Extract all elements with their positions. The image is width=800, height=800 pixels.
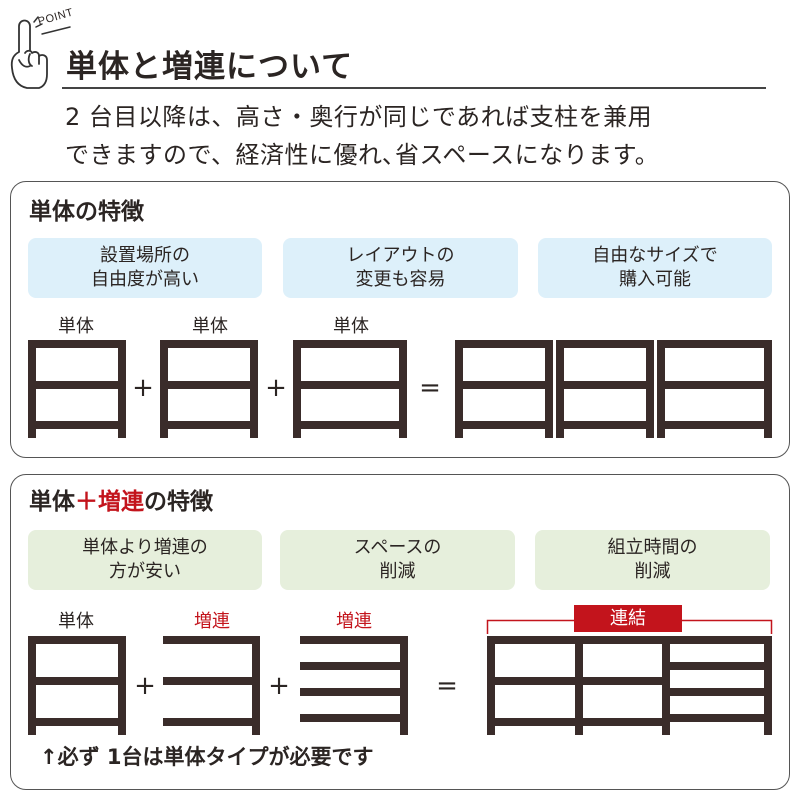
shelf-post [487,636,495,735]
single-shelf-2 [160,340,258,438]
shelf-board [487,718,670,726]
shelf-board [657,340,772,348]
shelf-board [556,340,654,348]
combined-panel-title: 単体＋増連の特徴 [29,487,213,517]
single-features-panel [10,181,790,458]
combined-features-panel [10,474,790,790]
shelf-board [455,381,553,389]
shelf-board [28,677,126,685]
combined-feature-card-1: 単体より増連の 方が安い [28,530,262,590]
equals-sign: = [419,373,441,403]
shelf-post [764,636,772,735]
single-feature-card-2: レイアウトの 変更も容易 [283,238,518,298]
single-feature-card-3: 自由なサイズで 購入可能 [538,238,772,298]
feature-line: 自由なサイズで [592,245,718,266]
combined-feature-card-3: 組立時間の 削減 [535,530,770,590]
shelf-board [160,340,258,348]
feature-line: 単体より増連の [82,537,208,558]
page-title: 単体と増連について [66,49,354,85]
shelf-board [556,421,654,429]
shelf-post [575,636,583,735]
unit-label-single: 単体 [58,316,94,337]
title-prefix: 単体 [29,489,75,515]
feature-line: レイアウトの [346,245,455,266]
shelf-post [118,636,126,735]
shelf-board [662,714,772,722]
shelf-board [163,677,260,685]
feature-line: 変更も容易 [355,269,446,290]
feature-line: 購入可能 [619,269,691,290]
shelf-board [293,421,407,429]
feature-line: 方が安い [109,561,181,582]
shelf-board [28,421,126,429]
shelf-board [28,636,126,644]
shelf-board [300,636,408,644]
feature-line: 組立時間の [607,537,698,558]
shelf-board [662,662,772,670]
feature-line: 削減 [634,561,671,582]
shelf-post [400,636,408,735]
shelf-board [293,340,407,348]
shelf-board [300,662,408,670]
feature-line: 削減 [379,561,416,582]
shelf-post [252,636,260,735]
requirement-note: ↑必ず 1台は単体タイプが必要です [40,745,374,769]
feature-line: スペースの [353,537,442,558]
shelf-board [657,421,772,429]
equals-sign: = [436,671,458,701]
addon-shelf-1 [163,636,260,735]
shelf-board [160,381,258,389]
shelf-board [300,688,408,696]
plus-sign: + [134,671,156,701]
shelf-board [487,636,772,644]
pointing-hand-icon [10,16,71,89]
single-shelf-1 [28,340,126,438]
addon-shelf-2 [300,636,408,735]
single-shelves-result [455,340,772,438]
unit-label-addon: 増連 [336,611,372,632]
shelf-board [657,381,772,389]
unit-label-single: 単体 [58,611,94,632]
shelf-board [455,340,553,348]
shelf-board [28,718,126,726]
shelf-board [556,381,654,389]
title-accent: ＋増連 [75,489,144,515]
single-feature-card-1: 設置場所の 自由度が高い [28,238,262,298]
join-label-badge: 連結 [574,605,682,632]
single-shelf-3 [293,340,407,438]
plus-sign: + [268,671,290,701]
shelf-board [160,421,258,429]
combined-feature-card-2: スペースの 削減 [280,530,515,590]
shelf-board [163,636,260,644]
feature-line: 設置場所の [100,245,190,266]
intro-line-1: 2 台目以降は、高さ・奥行が同じであれば支柱を兼用 [65,103,653,131]
single-panel-title: 単体の特徴 [29,199,144,225]
shelf-post [28,636,36,735]
title-underline [62,87,766,89]
shelf-post [662,636,670,735]
unit-label-single: 単体 [333,316,369,337]
shelf-board [455,421,553,429]
unit-label-addon: 増連 [194,611,230,632]
shelf-board [662,688,772,696]
plus-sign: + [265,373,287,403]
shelf-board [300,714,408,722]
single-shelf-base [28,636,126,735]
joined-shelves-result [487,636,772,735]
feature-line: 自由度が高い [91,269,199,290]
title-suffix: の特徴 [144,489,213,515]
unit-label-single: 単体 [192,316,228,337]
shelf-board [163,718,260,726]
intro-line-2: できますので、経済性に優れ､省スペースになります。 [65,141,660,169]
plus-sign: + [132,373,154,403]
shelf-board [28,340,126,348]
shelf-board [293,381,407,389]
shelf-board [28,381,126,389]
shelf-board [487,677,670,685]
